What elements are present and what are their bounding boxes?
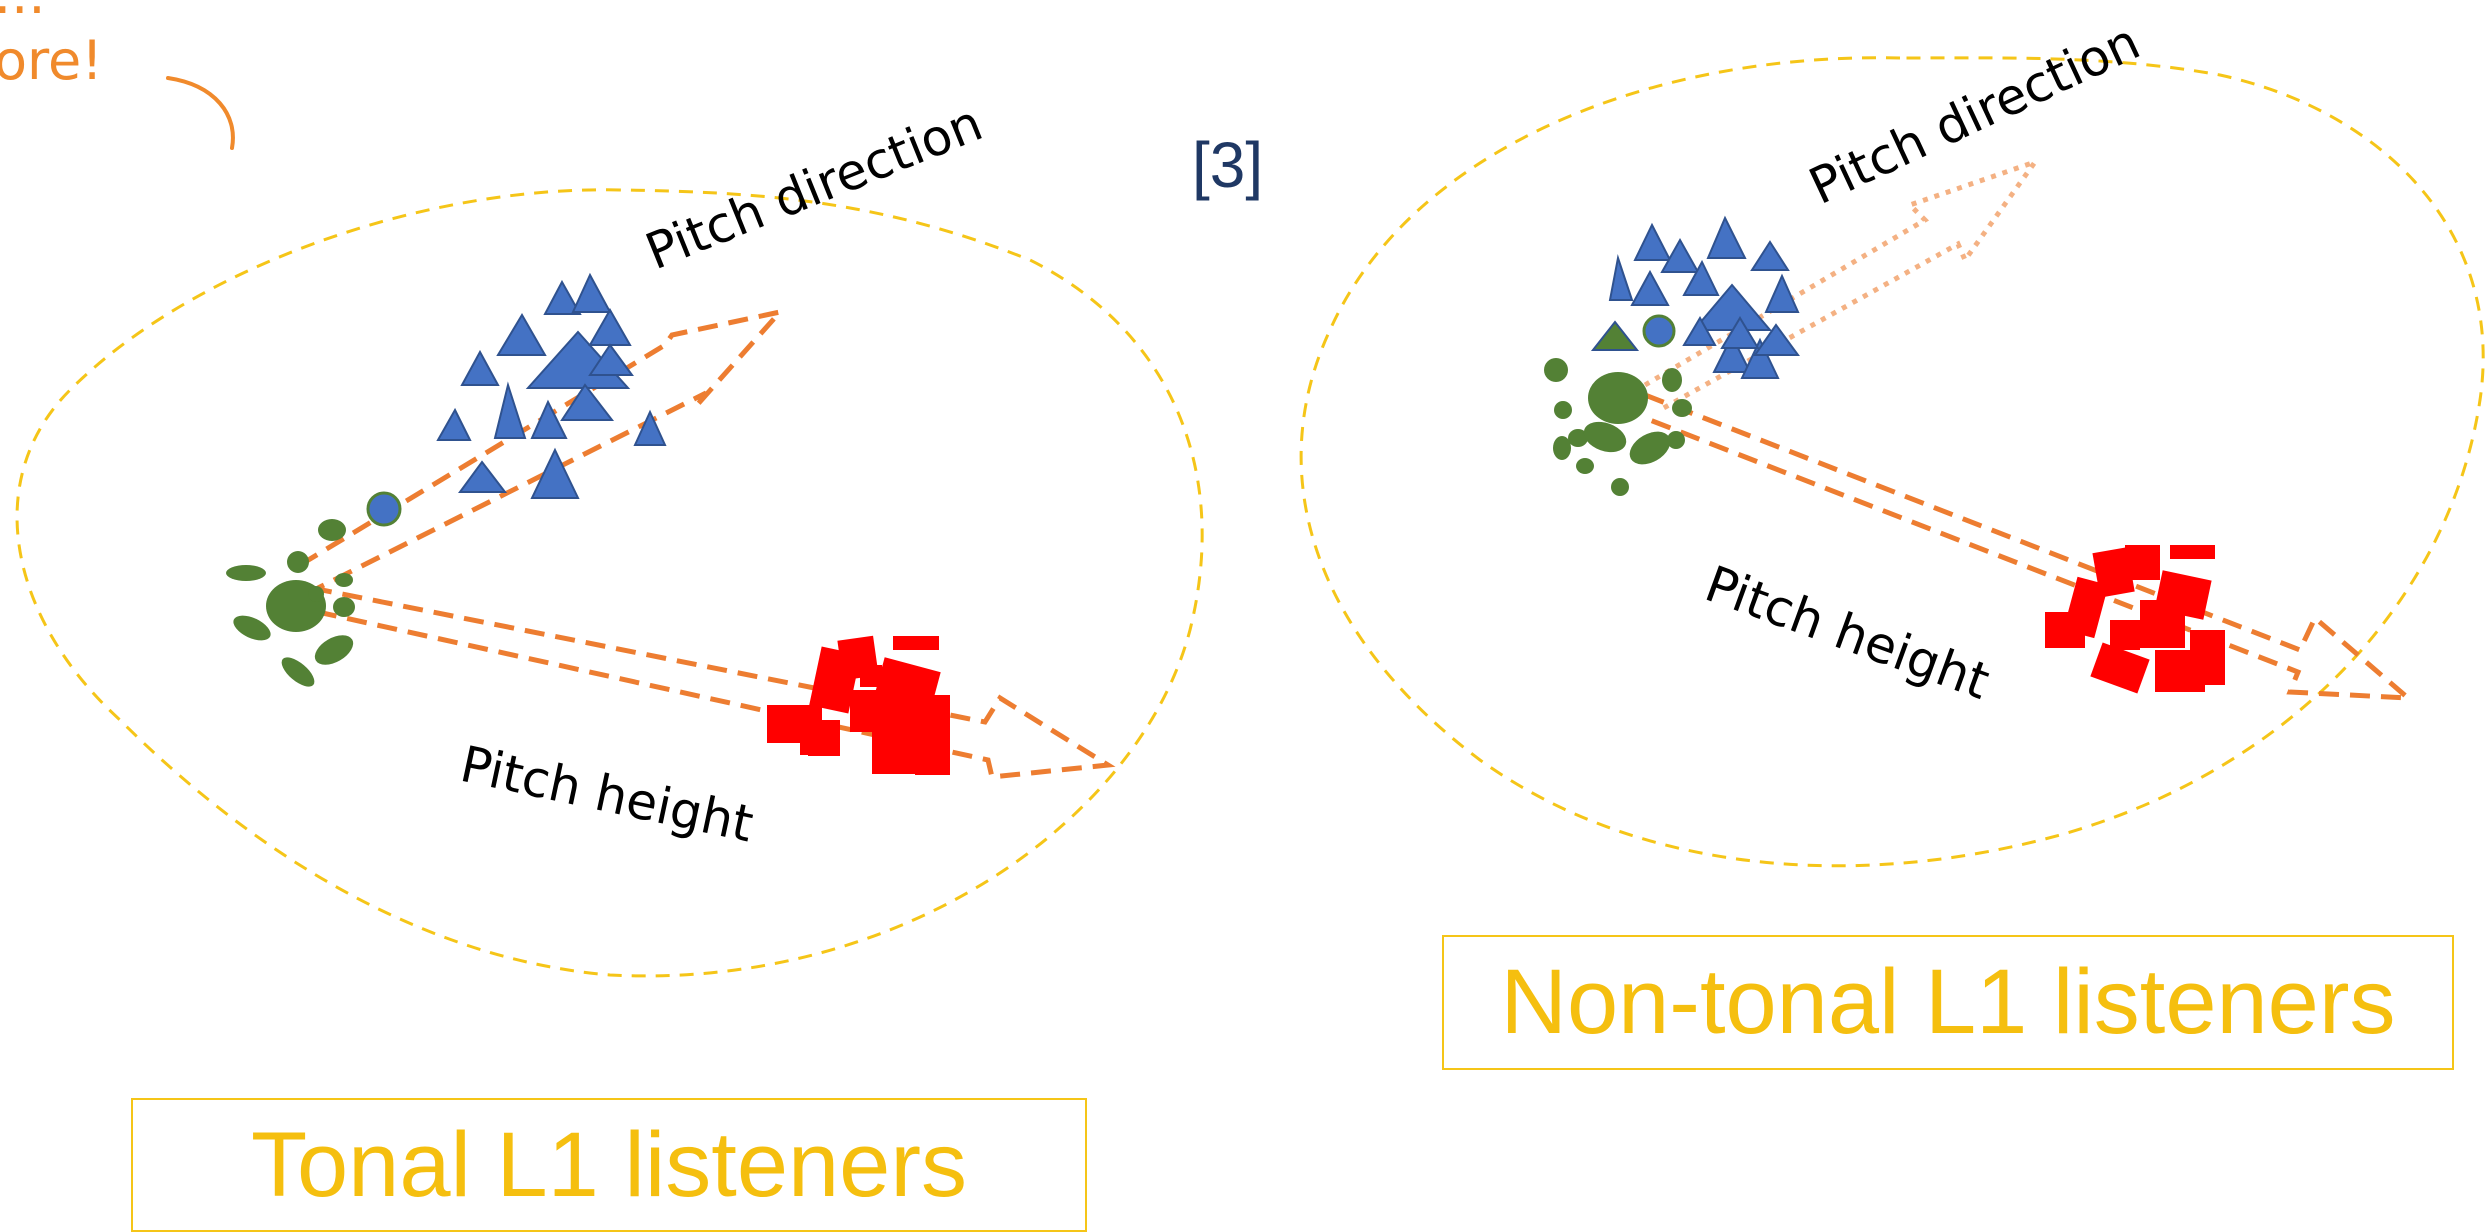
right-square-points xyxy=(2045,545,2225,694)
left-square-points xyxy=(767,635,950,775)
right-caption-box: Non-tonal L1 listeners xyxy=(1442,935,2454,1070)
corner-note: ... ore! xyxy=(0,0,103,94)
right-caption: Non-tonal L1 listeners xyxy=(1500,951,2396,1053)
left-caption-box: Tonal L1 listeners xyxy=(131,1098,1087,1232)
left-circle-point xyxy=(366,491,402,527)
right-axis-height-label: Pitch height xyxy=(1698,555,1997,711)
left-direction-arrow xyxy=(298,307,787,591)
left-height-arrow xyxy=(311,585,1116,780)
left-cluster-boundary xyxy=(15,188,1204,978)
left-ellipse-points xyxy=(226,519,355,687)
left-axis-height-label: Pitch height xyxy=(456,735,759,853)
corner-note-line1: ... xyxy=(0,0,103,28)
left-triangle-points xyxy=(436,272,667,499)
left-axis-direction-label: Pitch direction xyxy=(638,94,991,281)
right-green-triangle xyxy=(1590,320,1640,351)
right-circle-point xyxy=(1642,314,1676,348)
right-cluster-boundary xyxy=(1299,56,2485,868)
left-panel: Pitch direction Pitch height xyxy=(15,94,1204,978)
right-direction-arrow xyxy=(1643,157,2042,413)
right-ellipse-points xyxy=(1544,358,1692,496)
right-triangle-points xyxy=(1608,215,1800,379)
right-panel: Pitch direction Pitch height xyxy=(1299,13,2485,868)
right-height-arrow xyxy=(1644,392,2416,701)
corner-note-curve xyxy=(166,76,235,150)
left-caption: Tonal L1 listeners xyxy=(251,1113,967,1216)
right-axis-direction-label: Pitch direction xyxy=(1801,13,2149,216)
corner-note-line2: ore! xyxy=(0,29,103,92)
reference-marker: [3] xyxy=(1192,129,1264,201)
